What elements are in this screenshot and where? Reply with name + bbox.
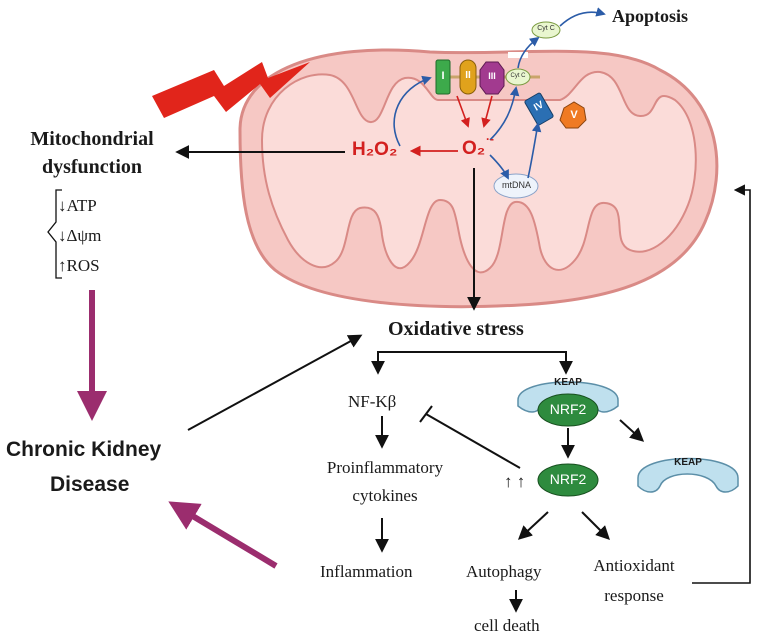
complex-4-icon [524,92,554,126]
complex-5-label: V [570,109,578,121]
arrow-nrf2-to-autophagy [517,511,549,540]
ros-label: ↑ROS [58,256,100,275]
mitochondrion-cristae [260,70,697,274]
inflammation-label: Inflammation [320,562,413,581]
mtdna-label: mtDNA [502,180,531,190]
cell-death-label: cell death [474,616,540,635]
arrow-h2o2-to-complex1 [393,75,432,147]
arrow-mtdna-to-complex4 [527,122,542,179]
mitochondrion [238,48,719,309]
arrow-complex3-to-o2 [481,95,493,128]
proinflammatory-line1: Proinflammatory [326,458,444,477]
ckd-line2: Disease [50,473,130,496]
nfkb-label: NF-Kβ [348,392,397,411]
proinflammatory-line2: cytokines [352,486,418,505]
cytc-top-label: Cyt C [537,25,555,32]
arrow-to-free-keap [619,419,645,442]
atp-label: ↓ATP [58,196,97,215]
complex-5-icon [559,101,587,129]
cytc-chain-icon [505,68,531,86]
apoptosis-label: Apoptosis [612,6,689,26]
mtdna-icon [493,173,539,199]
ckd-line1: Chronic Kidney [6,438,162,461]
keap-nrf2-complex [517,381,619,427]
mito-dysfunction-line1: Mitochondrial [30,128,154,150]
complex-2-label: II [465,70,471,81]
arrow-nrf2-to-antioxidant [581,511,610,540]
nrf2-free-icon [537,463,599,497]
complex-2-icon [459,59,477,95]
keap-free-icon [637,457,739,493]
antioxidant-line1: Antioxidant [593,556,675,575]
arrow-feedback-to-mitochondrion [692,184,751,584]
cytc-chain-label: Cyt C [510,73,526,79]
complex-3-icon [479,61,505,95]
nrf2-free-label: NRF2 [549,471,587,487]
arrow-o2-to-cytc [489,86,520,141]
inhibition-line [425,413,521,469]
oxidative-stress-label: Oxidative stress [388,318,524,340]
upregulation-arrows: ↑ ↑ [504,472,526,491]
o2-label: O₂ [462,138,486,159]
inhibition-bar [419,405,433,423]
arrow-o2-to-mtdna [489,154,509,180]
keap-bound-label: KEAP [554,377,582,388]
mito-dysfunction-line2: dysfunction [41,156,143,178]
complex-3-label: III [488,71,496,81]
arrow-inflammation-to-ckd [168,501,278,569]
lightning-bolt-icon [152,62,310,118]
nrf2-bound-label: NRF2 [549,401,587,417]
h2o2-label: H₂O₂ [352,139,398,160]
o2-superscript: ·- [486,132,494,146]
split-line [377,351,567,370]
antioxidant-line2: response [604,586,664,605]
bracket [47,189,62,279]
autophagy-label: Autophagy [466,562,542,581]
cytc-top-icon [531,21,561,39]
arrow-cytc-to-apoptosis [559,7,606,27]
arrow-complex1-to-o2 [456,95,470,128]
delta-psi-label: ↓Δψm [58,226,102,245]
arrow-cytc-release [517,36,540,69]
complex-1-label: I [441,70,445,82]
complex-1-icon [435,59,451,95]
keap-free-label: KEAP [674,457,702,468]
arrow-ckd-to-oxidative-stress [187,334,363,431]
